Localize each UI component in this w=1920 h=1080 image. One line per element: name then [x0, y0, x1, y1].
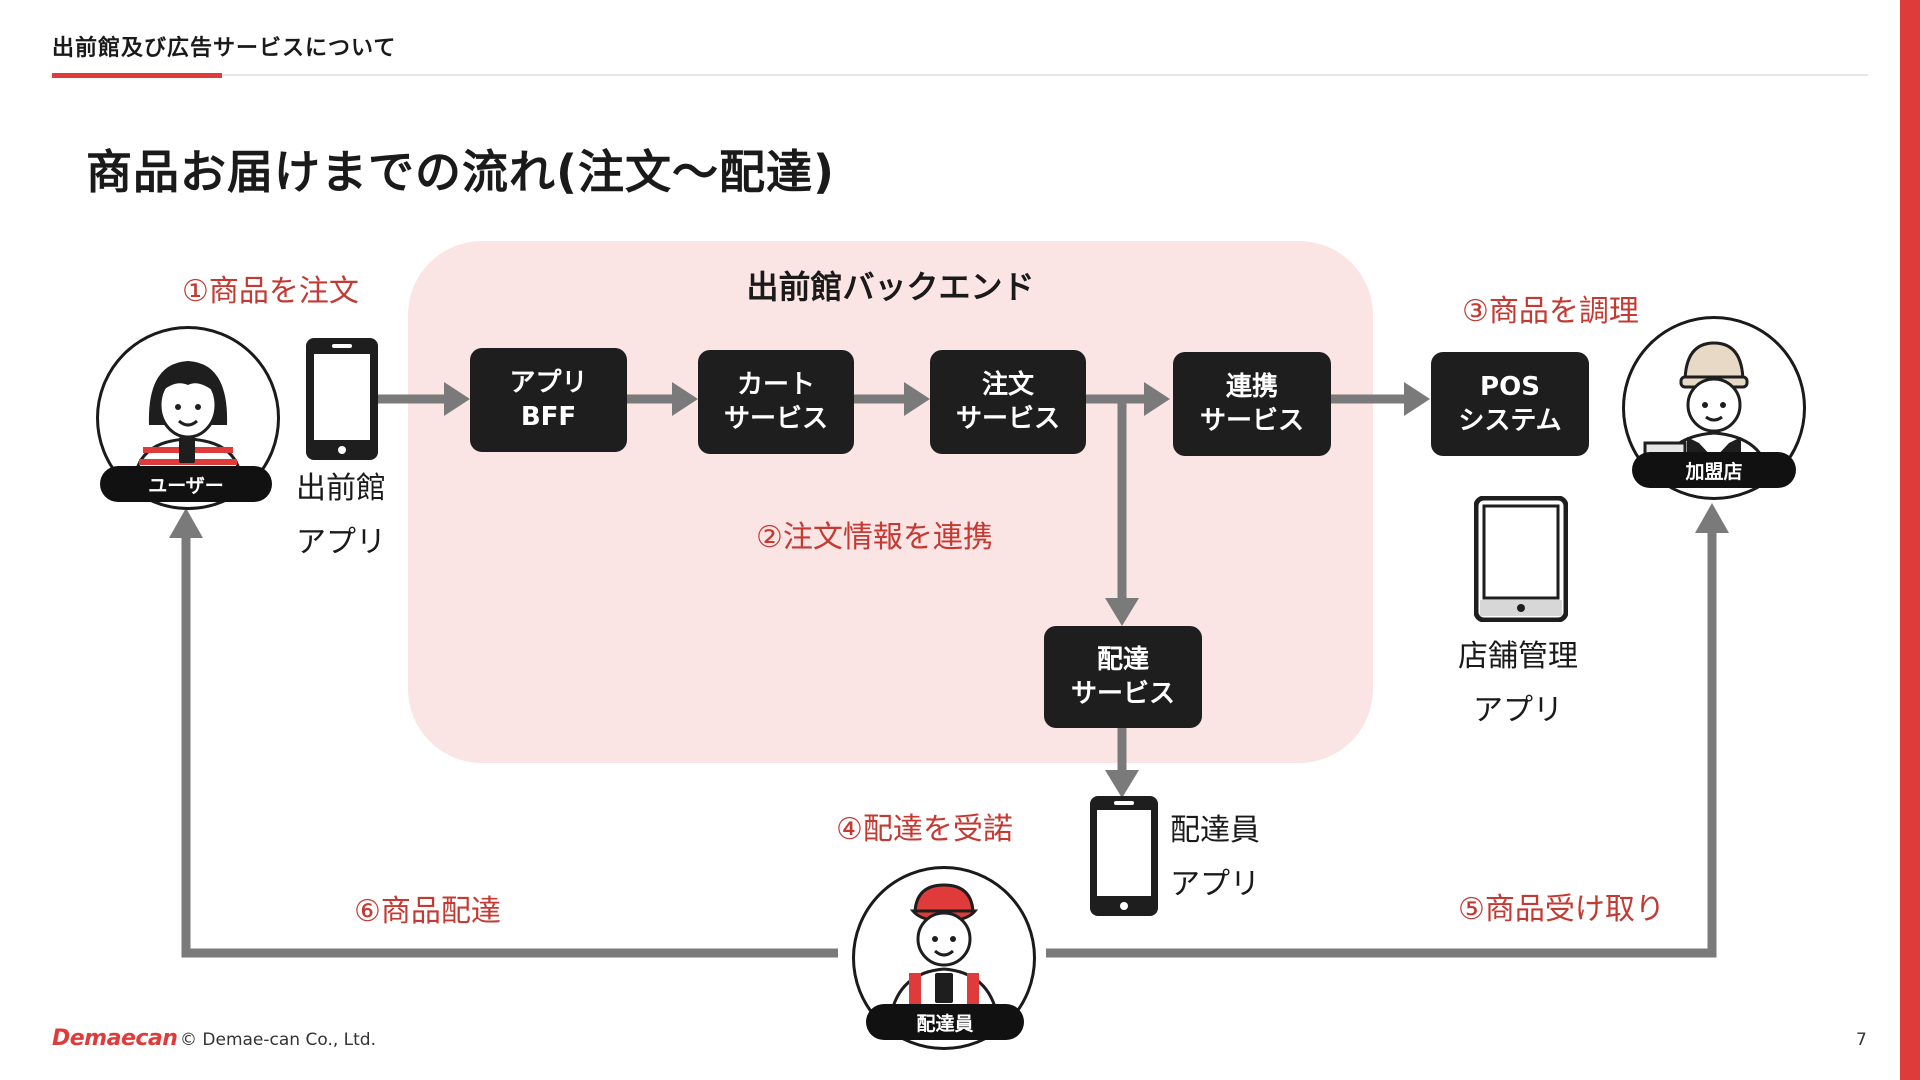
backend-title: 出前館バックエンド — [746, 268, 1035, 306]
arrow-courier-to-store — [1046, 528, 1717, 958]
page-number: 7 — [1856, 1030, 1867, 1050]
slide-title: 商品お届けまでの流れ(注文〜配達) — [86, 145, 836, 199]
tablet-icon — [1474, 496, 1568, 622]
smartphone-icon — [306, 338, 378, 460]
store-label: 加盟店 — [1632, 452, 1796, 488]
header-accent-bar — [52, 73, 222, 78]
cart-service-box: カート サービス — [698, 350, 854, 454]
step-5-label: ⑤商品受け取り — [1458, 892, 1665, 927]
pos-system-box: POS システム — [1431, 352, 1589, 456]
user-app-caption: 出前館 アプリ — [296, 471, 386, 560]
step-6-label: ⑥商品配達 — [354, 894, 501, 929]
courier-app-caption: 配達員 アプリ — [1170, 813, 1260, 902]
courier-smartphone-icon — [1090, 796, 1158, 916]
user-label: ユーザー — [100, 466, 272, 502]
copyright-text: © Demae-can Co., Ltd. — [180, 1030, 376, 1050]
step-1-label: ①商品を注文 — [182, 274, 359, 309]
section-header: 出前館及び広告サービスについて — [52, 36, 397, 61]
demaecan-logo: Demaecan — [52, 1026, 178, 1051]
order-service-box: 注文 サービス — [930, 350, 1086, 454]
link-service-box: 連携 サービス — [1173, 352, 1331, 456]
step-3-label: ③商品を調理 — [1462, 294, 1639, 329]
step-4-label: ④配達を受諾 — [836, 812, 1013, 847]
store-app-caption: 店舗管理 アプリ — [1458, 639, 1578, 728]
step-2-label: ②注文情報を連携 — [756, 520, 993, 555]
header-divider — [52, 74, 1868, 76]
side-accent-bar — [1900, 0, 1920, 1080]
backend-area — [408, 241, 1373, 763]
courier-label: 配達員 — [866, 1004, 1024, 1040]
arrow-courier-to-user — [181, 528, 838, 958]
delivery-service-box: 配達 サービス — [1044, 626, 1202, 728]
app-bff-box: アプリ BFF — [470, 348, 627, 452]
